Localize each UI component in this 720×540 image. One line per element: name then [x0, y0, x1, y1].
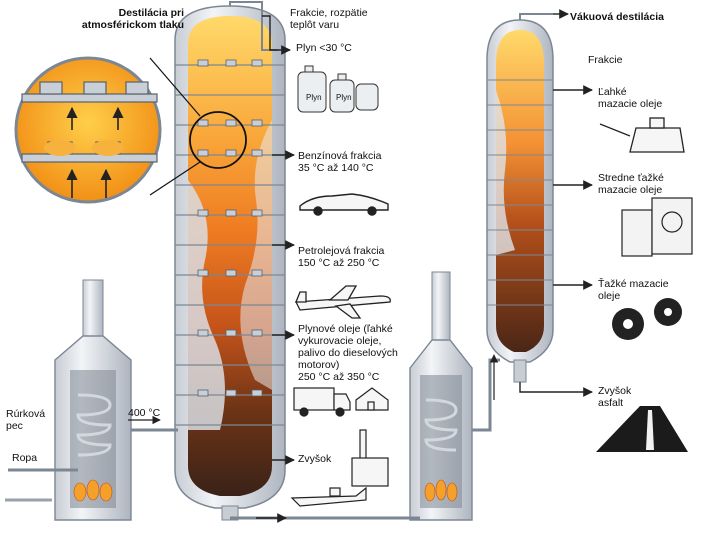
light-lubricating-oil-label: Ľahké mazacie oleje [598, 86, 662, 110]
kerosene-fraction-label: Petrolejová frakcia 150 °C až 250 °C [298, 245, 384, 269]
vacuum-column [486, 13, 554, 383]
gas-fraction-text: Plyn <30 °C [296, 42, 352, 54]
oil-barrels-icon [621, 197, 693, 257]
fraction-arrows-column1 [256, 15, 295, 523]
asphalt-road-icon [596, 406, 688, 452]
light-oil-line-1: Ľahké [598, 86, 627, 98]
asphalt-line-1: Zvyšok [598, 385, 632, 397]
gasoil-line-5: 250 °C až 350 °C [298, 371, 380, 383]
gas-oil-fraction-label: Plynové oleje (ľahké vykurovacie oleje, … [298, 323, 398, 383]
vacuum-furnace [400, 271, 500, 521]
gasoil-line-2: vykurovacie oleje, [298, 335, 382, 347]
title-line-2: atmosférickom tlaku [81, 19, 184, 31]
heavy-oil-line-2: oleje [598, 290, 621, 302]
car-icon [299, 193, 389, 216]
fraction-arrows-column2 [519, 9, 593, 397]
crude-oil-label: Ropa [12, 452, 37, 464]
tube-furnace-label: Rúrková pec [6, 408, 45, 432]
gasoline-line-2: 35 °C až 140 °C [298, 162, 374, 174]
atmospheric-column [174, 1, 400, 521]
truck-house-icon [293, 387, 389, 417]
light-oil-line-2: mazacie oleje [598, 98, 663, 110]
gas-tank-label-2: Plyn [336, 92, 352, 104]
oil-can-icon [599, 117, 685, 153]
tray-detail-inset [14, 56, 201, 204]
vacuum-title-text: Vákuová destilácia [570, 11, 664, 23]
kerosene-line-2: 150 °C až 250 °C [298, 257, 380, 269]
medium-lubricating-oil-label: Stredne ťažké mazacie oleje [598, 172, 664, 196]
tube-furnace [5, 279, 178, 521]
kerosene-line-1: Petrolejová frakcia [298, 245, 385, 257]
fractions-boiling-range-header: Frakcie, rozpätie teplôt varu [290, 7, 368, 31]
medium-oil-line-1: Stredne ťažké [598, 172, 664, 184]
furnace-line-2: pec [6, 420, 23, 432]
furnace-line-1: Rúrková [6, 408, 46, 420]
furnace-temperature-text: 400 °C [128, 407, 161, 419]
residue-text: Zvyšok [298, 453, 332, 465]
gears-icon [612, 298, 682, 340]
asphalt-residue-label: Zvyšok asfalt [598, 385, 631, 409]
gasoline-fraction-label: Benzínová frakcia 35 °C až 140 °C [298, 150, 381, 174]
heavy-lubricating-oil-label: Ťažké mazacie oleje [598, 278, 669, 302]
gas-tanks-icon [297, 65, 379, 113]
residue-label: Zvyšok [298, 453, 331, 465]
vacuum-distillation-title: Vákuová destilácia [570, 11, 664, 23]
heavy-oil-line-1: Ťažké mazacie [598, 278, 669, 290]
title-line-1: Destilácia pri [118, 7, 184, 19]
asphalt-line-2: asfalt [598, 397, 624, 409]
vacuum-fractions-text: Frakcie [588, 54, 623, 66]
factory-ship-icon [290, 429, 389, 507]
atmospheric-distillation-title: Destilácia pri atmosférickom tlaku [80, 7, 184, 31]
vacuum-fractions-label: Frakcie [588, 54, 622, 66]
airplane-icon [294, 285, 391, 319]
gas-fraction-label: Plyn <30 °C [296, 42, 352, 54]
gas-tank-label: Plyn [306, 92, 322, 104]
medium-oil-line-2: mazacie oleje [598, 184, 663, 196]
gas-tank-text: Plyn [306, 93, 322, 102]
crude-oil-text: Ropa [12, 452, 38, 464]
gasoil-line-1: Plynové oleje (ľahké [298, 323, 393, 335]
furnace-temperature-label: 400 °C [128, 407, 160, 419]
gasoil-line-3: palivo do dieselových [298, 347, 398, 359]
gasoil-line-4: motorov) [298, 359, 340, 371]
gas-tank-text-2: Plyn [336, 93, 352, 102]
gasoline-line-1: Benzínová frakcia [298, 150, 382, 162]
header-line-1: Frakcie, rozpätie [290, 7, 368, 19]
header-line-2: teplôt varu [290, 19, 340, 31]
